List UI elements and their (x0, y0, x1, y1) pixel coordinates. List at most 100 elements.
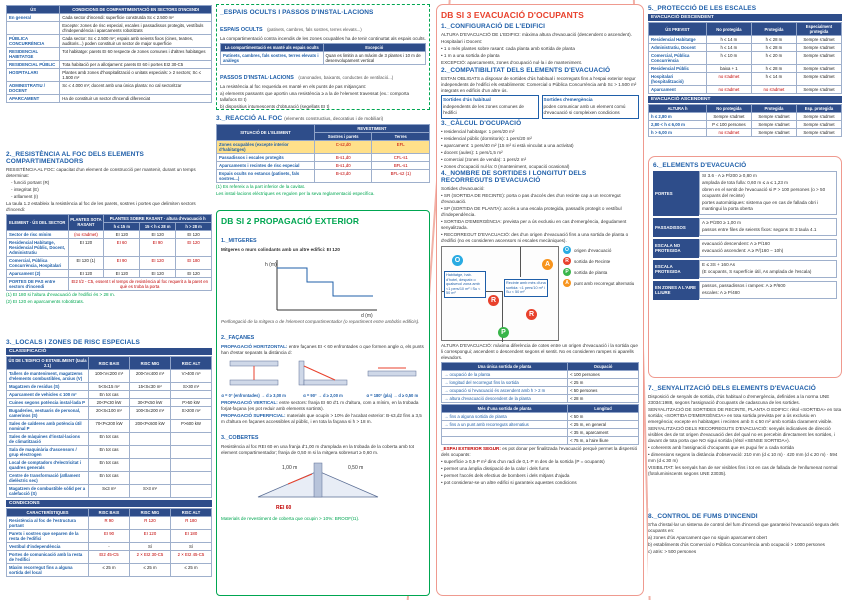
table-cell: Màxim recorregut fins a alguna sortida d… (6, 563, 89, 577)
table-cell: EI 60 (103, 237, 141, 257)
reaccio-panel: 3._REACCIÓ AL FOC (elements constructius… (216, 114, 430, 206)
table-cell: Sempre s'admet (795, 128, 842, 137)
si3-compat-box-habitual: Sortides d'ús habitual independents de l… (441, 94, 539, 119)
espais-sub1-note: (patinets, cambres, fals sostres, terres… (267, 27, 362, 32)
table-cell: B-s1,d0 (313, 153, 373, 162)
table-cell: C-s2,d0 (313, 140, 373, 154)
fums-items: a) zones d'ús Aparcament que no siguin a… (648, 535, 842, 555)
table-cell: En tot cas (88, 432, 130, 446)
si2-facanes-horitzontal: PROPAGACIÓ HORITZONTAL: entre façanes EI… (221, 344, 425, 356)
table-cell: Parets i sostres que separen de la resta… (6, 529, 89, 543)
recinte-exit-marker: R (488, 295, 499, 307)
facade-0deg-icon (229, 360, 278, 386)
si2-v-title: PROPAGACIÓ VERTICAL: (221, 399, 278, 405)
table-cell: Sala de maquinària d'ascensors / grup el… (6, 445, 89, 459)
table-cell: RISC ALT (170, 356, 212, 370)
list-item: (E ocupants, S superfície útil, As ampla… (702, 268, 812, 274)
table-cell (129, 471, 171, 485)
table-cell: EI 120 (139, 268, 177, 278)
table-cell: RISC ALT (170, 508, 212, 517)
locals-classificacio-bar: CLASSIFICACIÓ (6, 348, 212, 355)
table-cell: 100<S≤200 m² (129, 406, 171, 420)
table-cell: R 120 (129, 516, 171, 530)
table-cell: En tot cas (88, 458, 130, 472)
table-cell: En tot cas (88, 445, 130, 459)
table-cell: 70<P≤200 kW (88, 419, 130, 433)
list-item: Disposició de senyals de sortida, d'ús h… (648, 394, 830, 405)
table-cell: h ≤ 10 m (705, 51, 752, 65)
list-item: ALTURA D'EVACUACIÓ DE L'EDIFICI: màxima … (441, 32, 632, 37)
block-label: PORTES (653, 171, 699, 216)
si3-compat-box-emergencia: Sortides d'emergència poden comunicar am… (541, 94, 639, 119)
table-cell: Bugaderies, vestuaris de personal, camer… (6, 406, 89, 420)
table-cell: Aparcament (2) (6, 268, 69, 278)
legend-label: origen d'evacuació (574, 247, 612, 253)
table-cell: Comercial, Pública Concurrència (648, 51, 707, 65)
legend-alternatiu-icon: A (563, 279, 571, 288)
table-cell: < 100 persones (567, 370, 639, 380)
table-cell: 2 × EI2 45-C5 (170, 550, 212, 564)
si2-facanes-vertical: PROPAGACIÓ VERTICAL: entre sectors: fran… (221, 400, 425, 412)
table-cell: Sempre s'admet (795, 120, 842, 129)
table-cell: EI 90 (103, 255, 141, 270)
facade-sketch-label: α = 0° (enfrontades) → d ≥ 3,00 m (221, 392, 286, 398)
table-cell (129, 445, 171, 459)
reaccio-notes: (1) Es refereix a la part inferior de la… (216, 184, 430, 197)
escales-ascendent-bar: EVACUACIÓ ASCENDENT (648, 96, 842, 103)
espais-sub2-note: (canonades, baixants, conductes de venti… (298, 74, 394, 80)
si3-evacuation-figure: O R R A P Habitatge, hab. d'hotel, despa… (441, 246, 639, 343)
list-item: (2) EI 120 en aparcaments robotitzats. (6, 298, 85, 304)
table-cell: Terres (371, 132, 430, 141)
cobertes-rei-label: REI 60 (276, 505, 292, 511)
list-item: • comercial (zones de venda): 1 pers/2 m… (441, 156, 527, 162)
table-cell: 2 × EI2 30-C5 (129, 550, 171, 564)
table-cell: SITUACIÓ DE L'ELEMENT (216, 124, 315, 141)
table-cell: Aparcament (648, 85, 707, 94)
list-item: • superfície ≥ 0,5·P m² dins d'un radi d… (441, 459, 605, 465)
cobertes-diagram: REI 60 1,00 m 0,50 m (257, 462, 379, 511)
table-cell: Residencial Habitatge (648, 35, 707, 44)
table-cell: Sí (170, 542, 212, 551)
resistencia-note: La taula 1.2 estableix la resistència al… (6, 200, 196, 212)
table-cell: ALTURA h (648, 104, 707, 113)
facade-sketch-label: α = 180° (pla) → d ≥ 0,50 m (366, 392, 419, 398)
table-cell: Sales de màquines d'instal·lacions de cl… (6, 432, 89, 446)
table-cell: RISC MIG (129, 508, 171, 517)
legend-planta-icon: P (563, 268, 571, 277)
facade-sketch-90deg: α = 90° → d ≥ 2,00 m (290, 358, 355, 398)
table-cell: Sempre s'admet (795, 35, 842, 44)
table-cell: ELEMENT · ÚS DEL SECTOR (6, 213, 69, 231)
table-cell: Excepció (322, 42, 426, 52)
espais-sub1-row: ESPAIS OCULTS (patinets, cambres, fals s… (220, 18, 426, 36)
table-cell: Hospitalari (hospitalització) (648, 72, 707, 86)
list-item: La resistència al foc requerida es manté… (220, 83, 367, 89)
table-cell: 200<V≤400 m³ (129, 369, 171, 383)
table-cell: Sempre s'admet (795, 64, 842, 73)
table-cell (440, 436, 569, 446)
table-cell: Sempre s'admet (795, 43, 842, 52)
table-cell: → longitud del recorregut fins la sortid… (440, 378, 569, 388)
table-cell: → fins a alguna sortida de planta (440, 412, 569, 422)
list-item: b) dispositius intumescents d'obturació … (220, 103, 330, 109)
si2-h-text: entre façanes EI < 60 enfrontades o que … (221, 343, 424, 355)
table-cell: Sempre s'admet (750, 112, 797, 121)
list-item: • 1 o més plantes sobre rasant: cada pla… (441, 45, 575, 51)
table-cell: BFL-s2 (1) (371, 169, 430, 183)
block-label: ESCALA PROTEGIDA (653, 259, 699, 279)
list-item: c) atris: > 500 persones (648, 548, 697, 554)
legend-label: sortida de planta (574, 269, 608, 275)
table-cell: Sí (129, 542, 171, 551)
espais-bullets: La resistència al foc requerida es manté… (220, 83, 426, 109)
block-label: EN ZONES A L'AIRE LLIURE (653, 280, 699, 300)
list-item: escales: A ≥ P/480 (702, 289, 740, 295)
list-item: VISIBILITAT: les senyals han de ser visi… (648, 464, 838, 476)
table-cell: ≤ 25 m (88, 563, 130, 577)
table-cell: Sempre s'admet (795, 72, 842, 86)
table-cell: Protegida (750, 22, 797, 36)
